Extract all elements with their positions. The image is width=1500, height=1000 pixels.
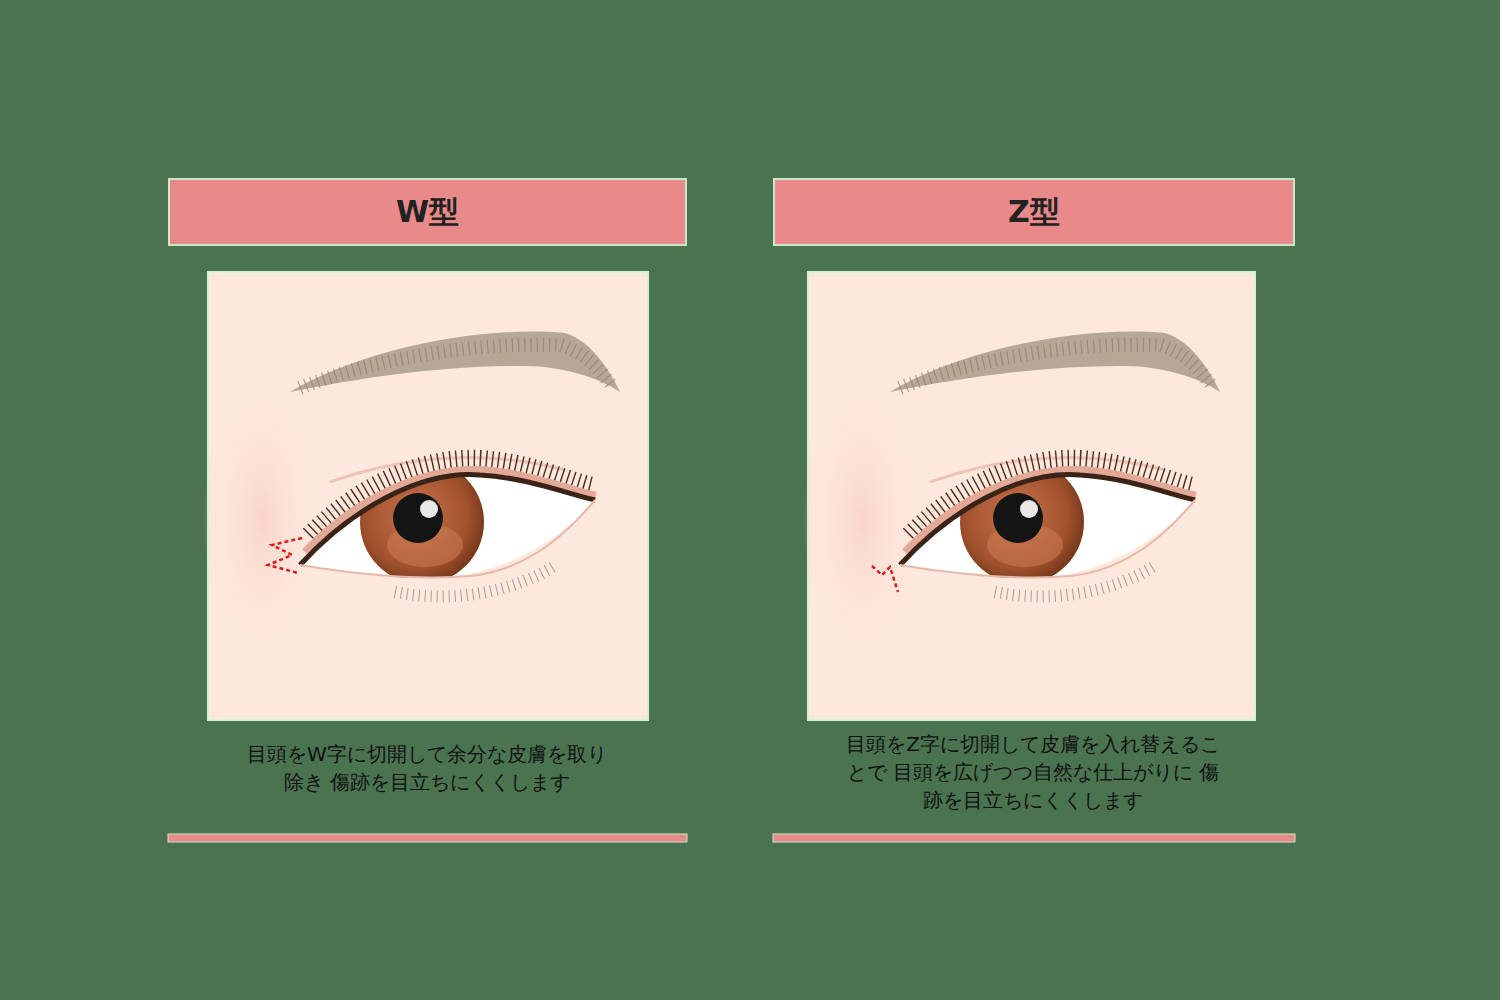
header-band: W型 [168, 178, 687, 246]
header-text: Z型 [1008, 192, 1060, 233]
incision-mark [268, 538, 302, 573]
caption-text: 目頭をZ字に切開して皮膚を入れ替えることで 目頭を広げつつ自然な仕上がりに 傷跡… [843, 730, 1223, 814]
eye-drawing [202, 332, 620, 670]
header-band: Z型 [773, 178, 1295, 246]
divider-bar [773, 834, 1295, 842]
incision-mark [872, 566, 898, 592]
divider-bar [168, 834, 687, 842]
caption-text: 目頭をW字に切開して余分な皮膚を取り除き 傷跡を目立ちにくくします [247, 740, 607, 796]
eye-drawing [802, 332, 1220, 670]
header-text: W型 [396, 192, 459, 233]
